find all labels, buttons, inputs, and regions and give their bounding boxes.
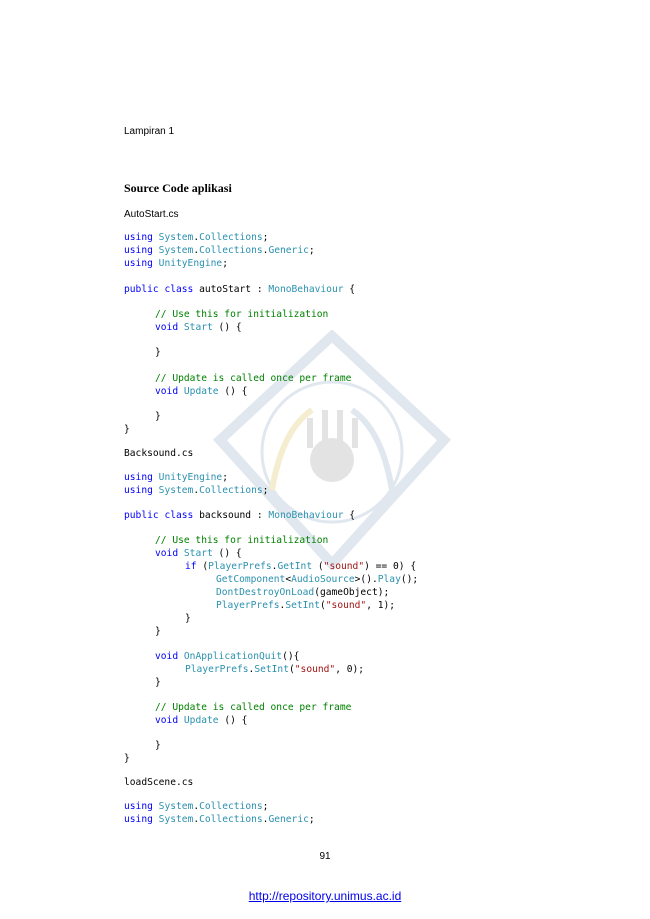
code-text: using System.Collections.Generic; bbox=[124, 814, 315, 825]
code-text: GetComponent<AudioSource>().Play(); bbox=[216, 574, 419, 585]
code-text: } bbox=[155, 740, 161, 751]
code-text: public class backsound : MonoBehaviour { bbox=[124, 510, 356, 521]
page-number: 91 bbox=[319, 851, 331, 862]
code-line: void OnApplicationQuit(){ bbox=[155, 651, 299, 662]
code-line: } bbox=[155, 347, 161, 358]
code-text: void Update () { bbox=[155, 386, 248, 397]
code-text: PlayerPrefs.SetInt("sound", 1); bbox=[216, 600, 396, 611]
code-text: using System.Collections.Generic; bbox=[124, 245, 315, 256]
code-line: using UnityEngine; bbox=[124, 472, 228, 483]
code-line: PlayerPrefs.SetInt("sound", 0); bbox=[185, 664, 364, 675]
repository-link-wrapper: http://repository.unimus.ac.id bbox=[0, 889, 650, 903]
code-text: void Update () { bbox=[155, 715, 248, 726]
code-line: void Update () { bbox=[155, 715, 247, 726]
code-line: public class autoStart : MonoBehaviour { bbox=[124, 284, 355, 295]
file-name-backsound: Backsound.cs bbox=[124, 448, 194, 459]
code-line: using System.Collections; bbox=[124, 801, 268, 812]
code-line: } bbox=[124, 753, 130, 764]
code-text: void OnApplicationQuit(){ bbox=[155, 651, 300, 662]
code-line: } bbox=[155, 677, 161, 688]
code-text: void Start () { bbox=[155, 548, 242, 559]
file-name-loadscene: loadScene.cs bbox=[124, 777, 194, 788]
university-seal-watermark bbox=[212, 330, 452, 570]
appendix-label: Lampiran 1 bbox=[124, 126, 175, 137]
code-text: } bbox=[155, 626, 161, 637]
code-text: PlayerPrefs.SetInt("sound", 0); bbox=[185, 664, 365, 675]
code-text: } bbox=[155, 347, 161, 358]
code-line: // Use this for initialization bbox=[155, 309, 328, 320]
code-line: void Start () { bbox=[155, 548, 242, 559]
code-text: DontDestroyOnLoad(gameObject); bbox=[216, 587, 390, 598]
code-line: if (PlayerPrefs.GetInt ("sound") == 0) { bbox=[185, 561, 416, 572]
code-line: using System.Collections.Generic; bbox=[124, 245, 315, 256]
code-line: using System.Collections; bbox=[124, 485, 268, 496]
code-text: if (PlayerPrefs.GetInt ("sound") == 0) { bbox=[185, 561, 417, 572]
code-line: } bbox=[155, 740, 161, 751]
code-line: using UnityEngine; bbox=[124, 258, 228, 269]
code-line: // Update is called once per frame bbox=[155, 373, 351, 384]
code-line: } bbox=[155, 626, 161, 637]
code-text: // Use this for initialization bbox=[155, 309, 329, 320]
code-text: public class autoStart : MonoBehaviour { bbox=[124, 284, 356, 295]
code-text: } bbox=[185, 613, 191, 624]
code-text: using UnityEngine; bbox=[124, 472, 228, 483]
section-title: Source Code aplikasi bbox=[124, 181, 232, 195]
code-text: void Start () { bbox=[155, 322, 242, 333]
code-line: public class backsound : MonoBehaviour { bbox=[124, 510, 355, 521]
code-line: // Use this for initialization bbox=[155, 535, 328, 546]
code-text: using System.Collections; bbox=[124, 801, 269, 812]
code-line: void Start () { bbox=[155, 322, 242, 333]
code-text: } bbox=[155, 411, 161, 422]
code-text: } bbox=[124, 424, 130, 435]
code-line: void Update () { bbox=[155, 386, 247, 397]
file-name-autostart: AutoStart.cs bbox=[124, 209, 179, 220]
code-text: using System.Collections; bbox=[124, 485, 269, 496]
code-line: DontDestroyOnLoad(gameObject); bbox=[216, 587, 389, 598]
code-line: } bbox=[185, 613, 191, 624]
code-line: } bbox=[155, 411, 161, 422]
code-text: using System.Collections; bbox=[124, 232, 269, 243]
code-text: using UnityEngine; bbox=[124, 258, 228, 269]
code-text: // Use this for initialization bbox=[155, 535, 329, 546]
code-line: // Update is called once per frame bbox=[155, 702, 351, 713]
code-line: using System.Collections.Generic; bbox=[124, 814, 315, 825]
repository-link[interactable]: http://repository.unimus.ac.id bbox=[248, 889, 402, 903]
code-text: } bbox=[155, 677, 161, 688]
code-text: } bbox=[124, 753, 130, 764]
code-line: } bbox=[124, 424, 130, 435]
code-line: using System.Collections; bbox=[124, 232, 268, 243]
code-text: // Update is called once per frame bbox=[155, 702, 352, 713]
code-text: // Update is called once per frame bbox=[155, 373, 352, 384]
code-line: GetComponent<AudioSource>().Play(); bbox=[216, 574, 418, 585]
code-line: PlayerPrefs.SetInt("sound", 1); bbox=[216, 600, 395, 611]
